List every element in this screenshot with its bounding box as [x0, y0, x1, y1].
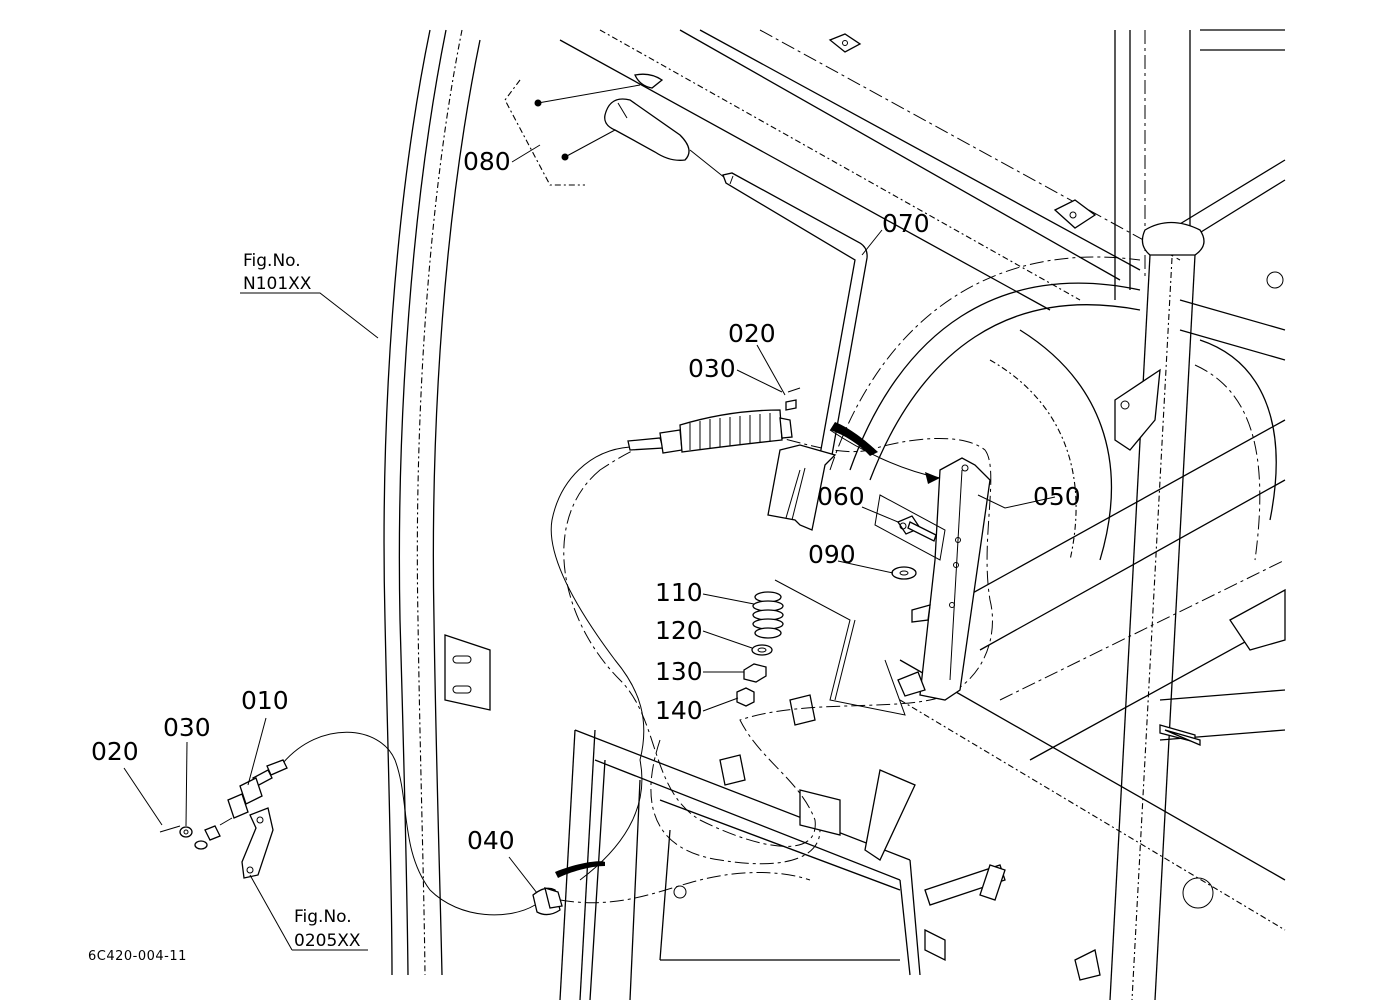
- figure-reference-0205: Fig.No. 0205XX: [294, 907, 361, 951]
- cable-route-boundary: [563, 427, 993, 865]
- spring-110: [752, 591, 784, 639]
- lower-frame: [559, 694, 1201, 1001]
- nut-140: [736, 687, 755, 707]
- cable-top-end: [550, 387, 801, 761]
- callout-labels: 080 070 020 030 060 050 090 110 120 130 …: [91, 147, 1081, 855]
- leader-lines: [123, 144, 1056, 951]
- callout-120: 120: [655, 616, 703, 645]
- bolt-060: [897, 515, 937, 542]
- figure-reference-line2: N101XX: [243, 274, 312, 294]
- callout-140: 140: [655, 696, 703, 725]
- cable-lower-run: [282, 731, 811, 916]
- figure-reference-line1: Fig.No.: [243, 251, 301, 271]
- hardware-frame: [774, 494, 946, 716]
- figure-reference-line2: 0205XX: [294, 931, 361, 951]
- fender: [829, 256, 1286, 931]
- figure-reference-n101: Fig.No. N101XX: [243, 251, 312, 294]
- callout-010: 010: [241, 686, 289, 715]
- callout-020-top: 020: [728, 319, 776, 348]
- lever-bracket-050: [767, 444, 991, 701]
- diagram-code: 6C420-004-11: [88, 949, 187, 964]
- knob-080: [504, 73, 726, 186]
- pillar-bracket: [444, 634, 491, 711]
- callout-020-left: 020: [91, 737, 139, 766]
- vertical-post: [1109, 254, 1196, 1001]
- cab-frame: [559, 29, 1286, 311]
- callout-110: 110: [655, 578, 703, 607]
- figure-reference-line1: Fig.No.: [294, 907, 352, 927]
- callout-040: 040: [467, 826, 515, 855]
- callout-030-top: 030: [688, 354, 736, 383]
- callout-060: 060: [817, 482, 865, 511]
- nut-130: [743, 663, 767, 683]
- lever-070: [722, 172, 868, 456]
- callout-030-left: 030: [163, 713, 211, 742]
- direction-arrow: [829, 422, 941, 484]
- cab-pillar: [383, 29, 481, 976]
- callout-080: 080: [463, 147, 511, 176]
- callout-090: 090: [808, 540, 856, 569]
- callout-130: 130: [655, 657, 703, 686]
- callout-050: 050: [1033, 482, 1081, 511]
- cable-left-end-010: [159, 759, 288, 879]
- washer-090: [891, 566, 917, 580]
- washer-120: [751, 644, 773, 656]
- callout-070: 070: [882, 209, 930, 238]
